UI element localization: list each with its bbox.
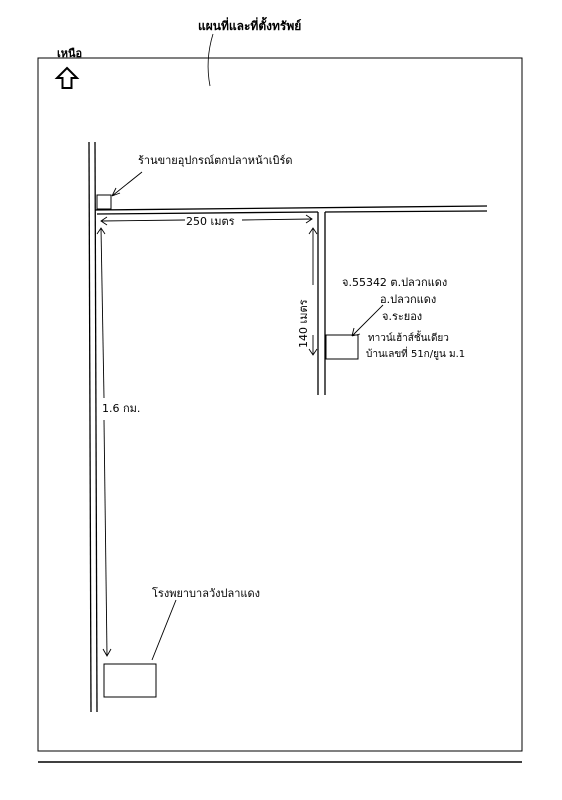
hospital-box <box>103 663 157 698</box>
landmark-shop-label: ร้านขายอุปกรณ์ตกปลาหน้าเบิร์ด <box>138 154 293 167</box>
dimension-arrow-1-6km <box>96 227 112 657</box>
property-line-1: จ.55342 ต.ปลวกแดง <box>342 276 447 289</box>
dimension-arrow-250m <box>100 214 313 226</box>
shop-leader-arrow <box>111 171 143 197</box>
property-leader-arrow <box>351 304 384 337</box>
dimension-arrow-140m <box>308 227 318 356</box>
map-frame <box>37 57 523 752</box>
page-title: แผนที่และที่ตั้งทรัพย์ <box>198 19 302 33</box>
property-line-5: บ้านเลขที่ 51ก/ยูน ม.1 <box>366 346 465 360</box>
north-label: เหนือ <box>57 48 83 60</box>
vertical-road-distance-label: 1.6 กม. <box>102 402 140 415</box>
side-road-distance-label: 140 เมตร <box>297 299 310 348</box>
top-road-distance-label: 250 เมตร <box>186 215 235 228</box>
top-horizontal-road <box>94 205 488 215</box>
hospital-label: โรงพยาบาลวังปลาแดง <box>152 586 260 600</box>
property-box <box>325 334 359 360</box>
property-line-2: อ.ปลวกแดง <box>380 293 436 306</box>
main-vertical-road <box>88 141 98 713</box>
landmark-shop-box <box>96 194 112 210</box>
property-line-3: จ.ระยอง <box>382 310 422 323</box>
side-vertical-road <box>317 212 326 395</box>
property-line-4: ทาวน์เฮ้าส์ชั้นเดียว <box>368 330 449 344</box>
property-description: จ.55342 ต.ปลวกแดง อ.ปลวกแดง จ.ระยอง ทาวน… <box>342 276 465 360</box>
up-arrow-outline-icon <box>54 66 80 89</box>
title-leader-line <box>207 33 214 87</box>
hospital-leader-line <box>151 599 177 661</box>
